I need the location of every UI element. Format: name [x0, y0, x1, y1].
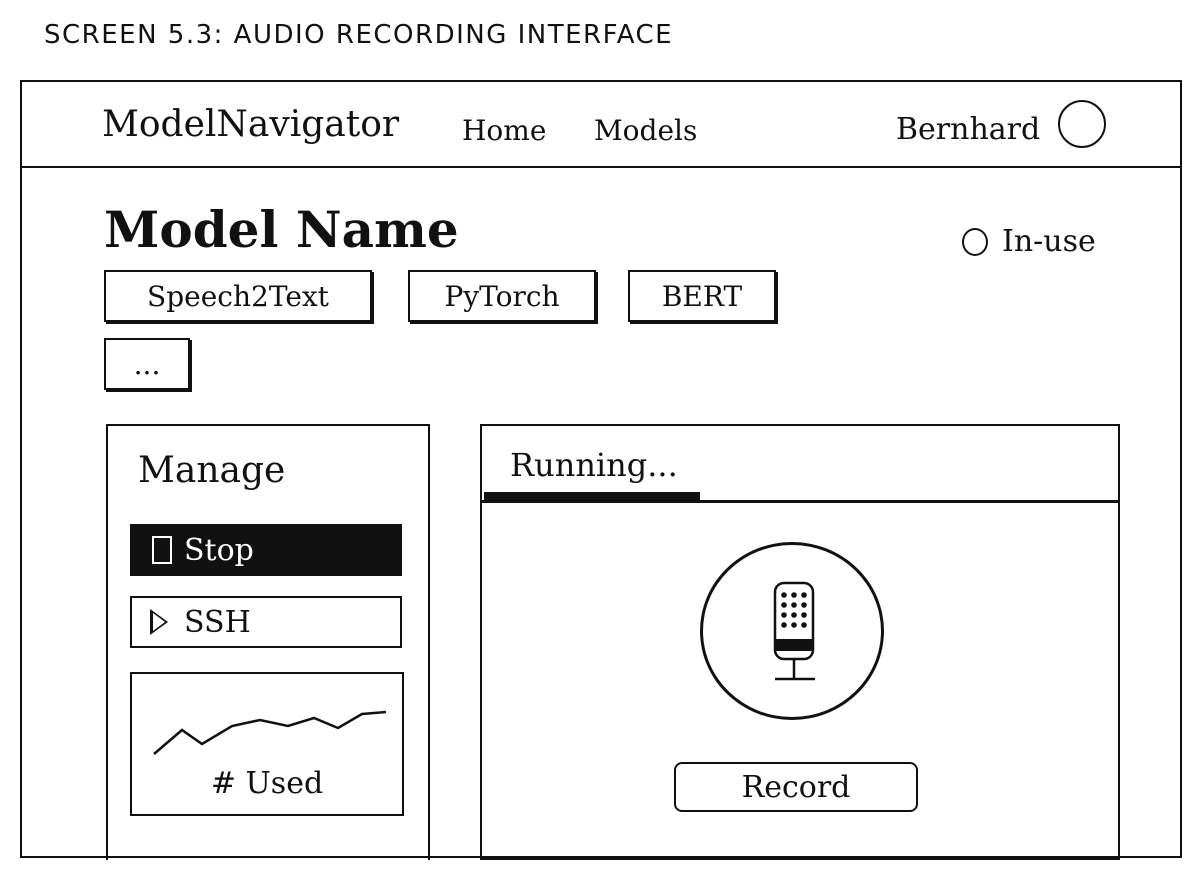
screen-caption: SCREEN 5.3: AUDIO RECORDING INTERFACE	[44, 20, 674, 50]
nav-home-link[interactable]: Home	[462, 114, 547, 147]
tab-divider	[482, 500, 1118, 503]
tab-active-indicator	[484, 492, 700, 500]
status-circle-icon	[962, 227, 988, 256]
microphone-button[interactable]	[700, 542, 884, 720]
status-indicator: In-use	[962, 224, 1096, 259]
top-navigation: ModelNavigator Home Models Bernhard	[22, 82, 1180, 168]
stop-square-icon	[152, 536, 172, 564]
running-panel: Running... Record	[480, 424, 1120, 860]
manage-panel: Manage Stop SSH # Used	[106, 424, 430, 860]
status-label: In-use	[1002, 224, 1096, 259]
usage-label: # Used	[210, 766, 324, 801]
nav-models-link[interactable]: Models	[594, 114, 698, 147]
record-button[interactable]: Record	[674, 762, 918, 812]
usage-card: # Used	[130, 672, 404, 816]
model-title: Model Name	[104, 200, 459, 259]
brand-logo[interactable]: ModelNavigator	[102, 104, 400, 145]
manage-title: Manage	[138, 450, 286, 491]
stop-button[interactable]: Stop	[130, 524, 402, 576]
tag-speech2text[interactable]: Speech2Text	[104, 270, 372, 322]
app-window: ModelNavigator Home Models Bernhard Mode…	[20, 80, 1182, 860]
tab-running[interactable]: Running...	[510, 446, 678, 484]
avatar[interactable]	[1058, 100, 1106, 148]
usage-sparkline	[153, 710, 387, 755]
microphone-icon	[773, 581, 815, 681]
ssh-label: SSH	[184, 604, 251, 640]
play-triangle-icon	[150, 609, 168, 635]
stop-label: Stop	[184, 532, 254, 568]
user-name[interactable]: Bernhard	[896, 112, 1041, 147]
tag-bert[interactable]: BERT	[628, 270, 776, 322]
tag-more[interactable]: ...	[104, 338, 190, 390]
ssh-button[interactable]: SSH	[130, 596, 402, 648]
tag-pytorch[interactable]: PyTorch	[408, 270, 596, 322]
